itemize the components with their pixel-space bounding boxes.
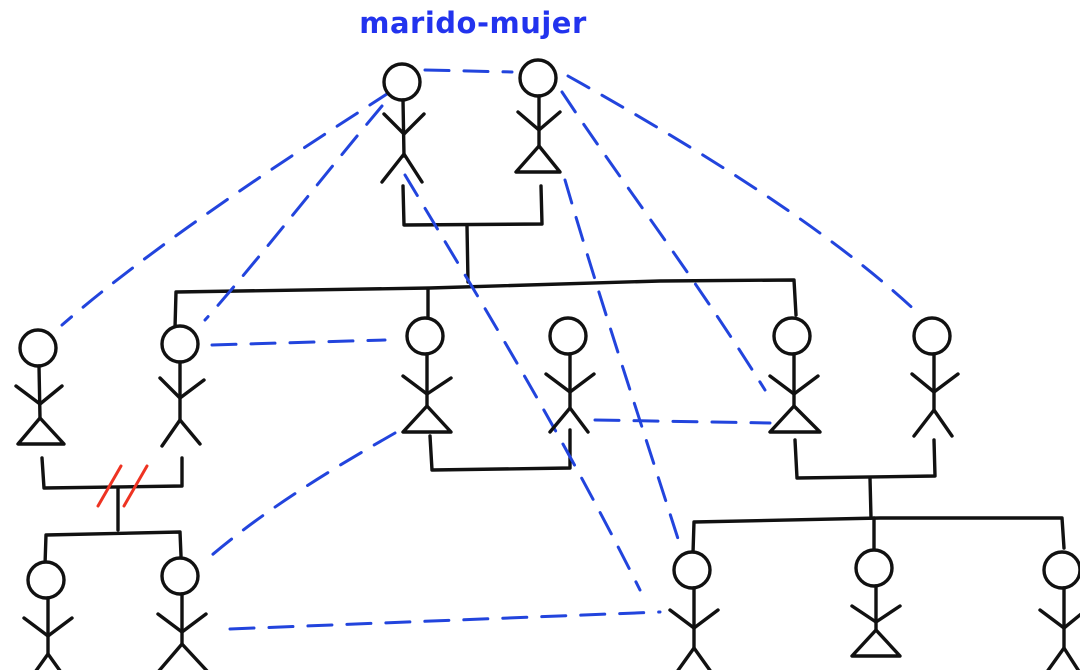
relation-line <box>560 90 767 392</box>
person-male-grandson-right-1[interactable] <box>668 550 720 670</box>
relation-line <box>563 178 682 547</box>
descent-line-right <box>868 476 873 520</box>
person-female-daughter-in-law-left[interactable] <box>14 328 66 446</box>
relation-line <box>228 610 662 631</box>
relation-line <box>203 104 384 322</box>
relation-line <box>566 74 922 317</box>
divorce-mark <box>96 464 149 508</box>
relation-line <box>210 431 397 557</box>
person-male-husband[interactable] <box>380 62 426 184</box>
person-female-daughter-middle[interactable] <box>401 316 453 434</box>
relation-line <box>403 173 642 592</box>
diagram-title: marido-mujer <box>359 6 587 40</box>
relation-line <box>210 338 387 347</box>
relation-line <box>60 90 392 327</box>
person-female-daughter-right[interactable] <box>768 316 822 434</box>
relation-line <box>423 68 514 74</box>
couple-line-top <box>401 184 544 227</box>
couple-line-right <box>793 438 937 480</box>
kinship-lines <box>40 184 1066 567</box>
sibling-bar-right <box>691 516 1066 555</box>
couple-line-middle <box>428 428 572 472</box>
descent-line-top <box>465 224 470 284</box>
relation-lines <box>60 68 922 631</box>
person-female-granddaughter-left-2[interactable] <box>156 556 209 670</box>
sibling-bar-left <box>43 530 183 567</box>
person-male-son-in-law-middle[interactable] <box>544 316 596 434</box>
person-male-son-left[interactable] <box>158 324 206 448</box>
couple-line-left <box>40 456 184 490</box>
relation-line <box>593 418 772 425</box>
person-male-grandson-left-1[interactable] <box>22 560 74 670</box>
person-male-grandson-right-3[interactable] <box>1038 550 1080 670</box>
person-male-son-in-law-right[interactable] <box>910 316 960 438</box>
person-female-granddaughter-right-2[interactable] <box>850 548 902 658</box>
sibling-bar-gen2 <box>173 278 798 330</box>
person-female-wife[interactable] <box>514 58 562 174</box>
